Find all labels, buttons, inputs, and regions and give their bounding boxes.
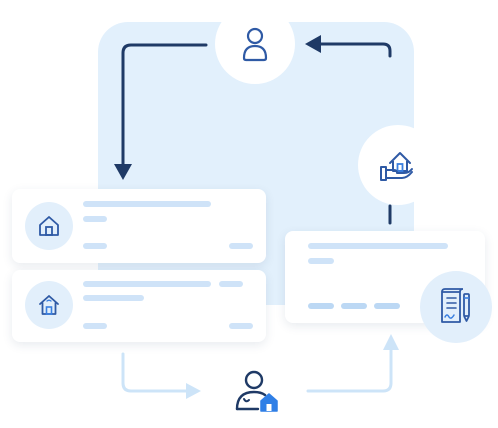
arrow-bottom-to-right-card <box>306 348 393 393</box>
placeholder-line <box>83 216 107 222</box>
arrowhead-down <box>114 164 132 180</box>
placeholder-line <box>83 281 211 287</box>
placeholder-line <box>308 258 334 264</box>
placeholder-line <box>374 303 400 309</box>
person-icon <box>242 27 268 62</box>
list-card-2 <box>12 270 266 342</box>
placeholder-line <box>308 303 334 309</box>
placeholder-line <box>219 281 243 287</box>
card-icon-badge <box>25 202 73 250</box>
house-icon <box>39 295 59 315</box>
house-icon <box>39 216 59 236</box>
node-house-in-hand <box>358 125 438 205</box>
placeholder-line <box>229 243 253 249</box>
document-badge <box>420 271 492 343</box>
arrowhead-right <box>186 383 201 399</box>
person-with-house-icon <box>235 370 278 412</box>
placeholder-line <box>229 323 253 329</box>
arrowhead-left <box>305 35 321 53</box>
list-card-1 <box>12 189 266 263</box>
arrowhead-up <box>383 334 399 350</box>
arrow-right-to-top <box>316 42 392 58</box>
arrow-top-to-left-card <box>121 43 208 167</box>
node-person <box>215 4 295 84</box>
placeholder-line <box>83 201 211 207</box>
document-with-pen-icon <box>441 288 470 323</box>
placeholder-line <box>341 303 367 309</box>
arrow-left-cards-to-bottom <box>121 352 190 393</box>
placeholder-line <box>83 323 107 329</box>
placeholder-line <box>308 243 448 249</box>
placeholder-line <box>83 243 107 249</box>
placeholder-line <box>83 295 144 301</box>
house-in-hand-icon <box>380 152 413 181</box>
card-icon-badge <box>25 281 73 329</box>
node-agent <box>234 369 280 413</box>
